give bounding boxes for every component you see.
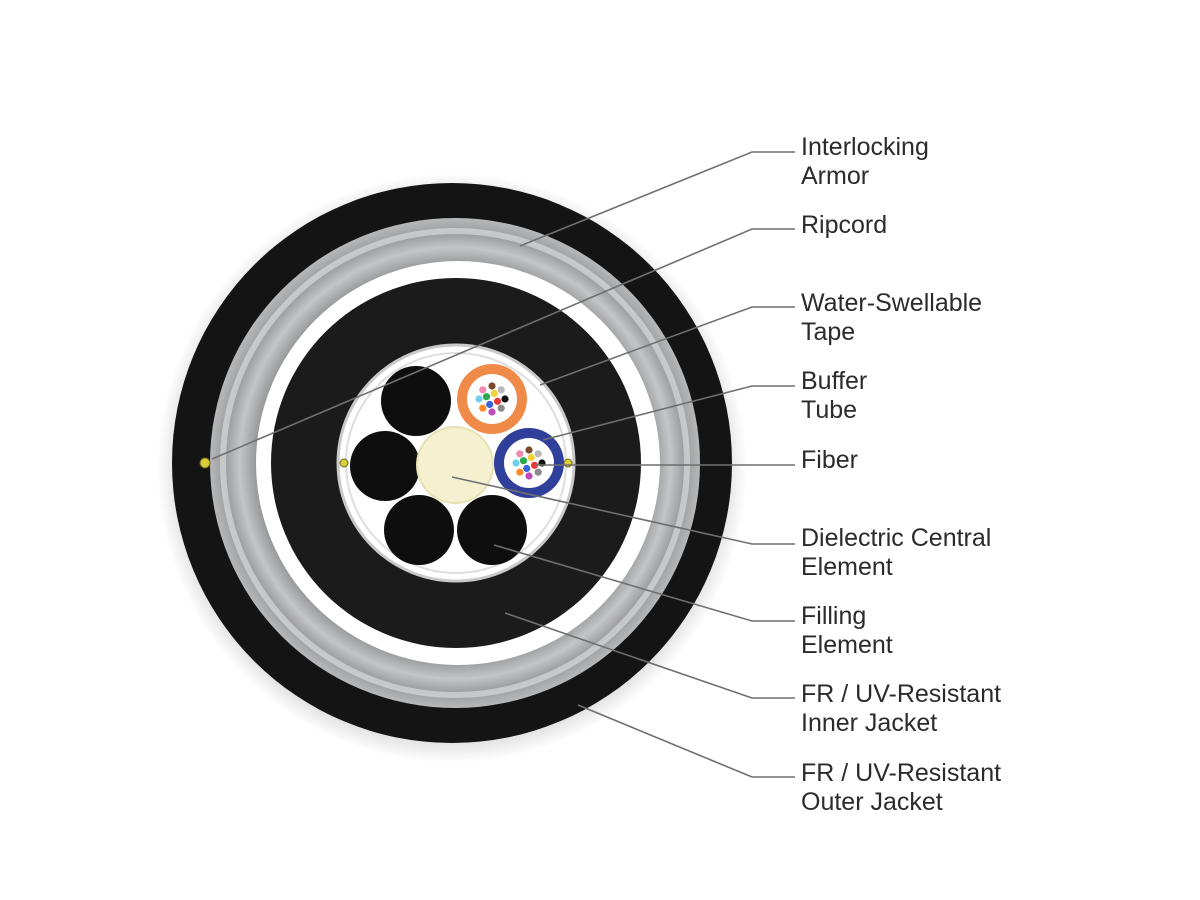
label-line: Inner Jacket	[801, 709, 938, 737]
filling-element	[384, 495, 454, 565]
fiber-strand	[523, 464, 531, 473]
label-line: Dielectric Central	[801, 524, 992, 552]
label-line: Element	[801, 631, 893, 659]
fiber-strand	[479, 404, 487, 412]
leader-lines	[211, 151, 795, 778]
fiber-strand	[534, 450, 542, 458]
label-line: Tape	[801, 318, 856, 346]
label-filling-element: Filling Element	[801, 602, 893, 660]
leader-line-outer-jacket	[577, 704, 795, 778]
fiber-strand	[530, 461, 539, 469]
leader-line-inner-jacket	[504, 612, 795, 699]
filling-element	[350, 431, 420, 501]
fiber-bundle-blue	[512, 446, 546, 480]
label-line: Water-Swellable	[801, 289, 983, 317]
label-outer-jacket: FR / UV-Resistant Outer Jacket	[801, 759, 1001, 817]
fiber-strand	[516, 450, 524, 458]
buffer-tube-orange	[457, 364, 527, 434]
label-line: Interlocking	[801, 133, 929, 161]
label-line: Fiber	[801, 446, 858, 474]
dielectric-central-element	[416, 426, 494, 504]
ripcord	[199, 457, 211, 469]
fiber-strand	[488, 382, 496, 390]
label-fiber: Fiber	[801, 446, 858, 475]
label-line: Outer Jacket	[801, 788, 943, 816]
fiber-strand	[516, 468, 524, 476]
fiber-strand	[525, 472, 533, 480]
filling-elements	[350, 366, 527, 565]
label-water-swellable-tape: Water-Swellable Tape	[801, 289, 982, 347]
filling-element	[457, 495, 527, 565]
label-line: Buffer	[801, 367, 868, 395]
buffer-tube-orange-inner	[467, 374, 517, 424]
fiber-strand	[512, 459, 520, 467]
fiber-strand	[501, 395, 509, 403]
label-dielectric-central-element: Dielectric Central Element	[801, 524, 991, 582]
fiber-strand	[527, 453, 535, 462]
fiber-strand	[525, 446, 533, 454]
leader-line-filling-element	[493, 544, 795, 622]
fiber-strand	[490, 389, 498, 398]
fiber-strand	[488, 408, 496, 416]
leader-line-water-swellable-tape	[539, 306, 795, 386]
filling-element	[381, 366, 451, 436]
buffer-tube-blue-inner	[504, 438, 554, 488]
label-line: FR / UV-Resistant	[801, 680, 1002, 708]
buffer-tube-blue	[494, 428, 564, 498]
fiber-strand	[497, 386, 505, 394]
fiber-strand	[479, 386, 487, 394]
fiber-strand	[486, 400, 494, 409]
label-line: Filling	[801, 602, 867, 630]
fiber-strand	[519, 457, 528, 465]
label-inner-jacket: FR / UV-Resistant Inner Jacket	[801, 680, 1001, 738]
fiber-strand	[482, 393, 491, 401]
label-line: Ripcord	[801, 211, 888, 239]
leader-line-dielectric-central-element	[451, 476, 795, 545]
label-ripcord: Ripcord	[801, 211, 887, 240]
label-buffer-tube: Buffer Tube	[801, 367, 867, 425]
leader-line-buffer-tube	[542, 385, 795, 441]
fiber-strand	[497, 404, 505, 412]
fiber-strand	[493, 397, 502, 405]
label-interlocking-armor: Interlocking Armor	[801, 133, 929, 191]
leader-line-ripcord	[211, 228, 795, 460]
label-line: FR / UV-Resistant	[801, 759, 1002, 787]
fiber-strand	[534, 468, 542, 476]
fiber-bundle-orange	[475, 382, 509, 416]
armor-highlight	[220, 228, 690, 698]
leader-line-interlocking-armor	[519, 151, 795, 247]
label-line: Armor	[801, 162, 870, 190]
label-line: Tube	[801, 396, 858, 424]
ripcord	[339, 458, 349, 468]
fiber-strand	[475, 395, 483, 403]
label-line: Element	[801, 553, 893, 581]
